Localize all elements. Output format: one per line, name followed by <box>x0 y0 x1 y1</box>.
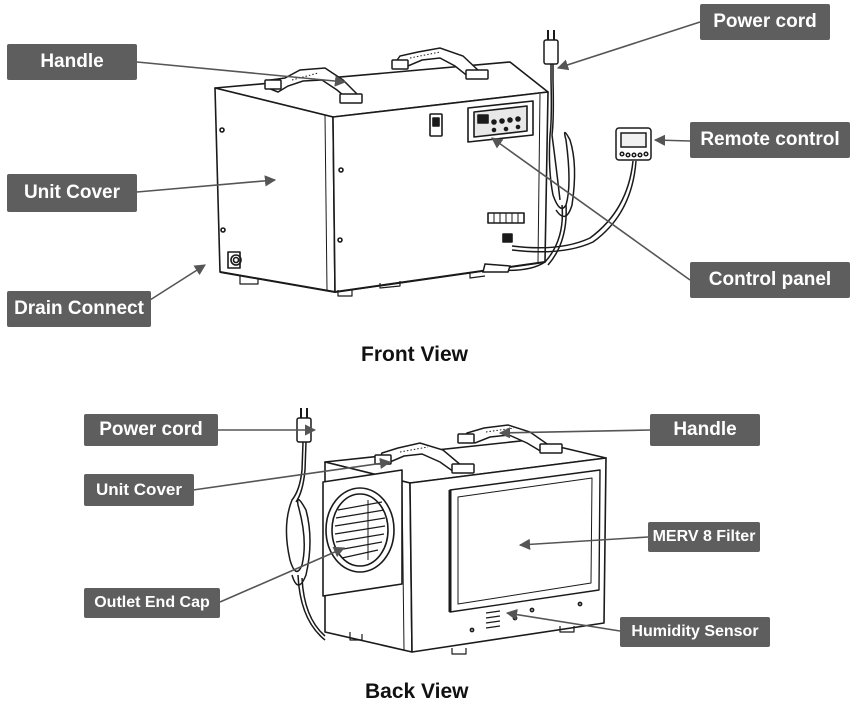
label-back-handle: Handle <box>650 414 760 446</box>
front-view-title: Front View <box>361 343 468 366</box>
front-unit-cover-face <box>214 87 336 293</box>
back-view-title: Back View <box>365 680 469 703</box>
control-panel-device <box>467 100 534 143</box>
outlet-end-cap <box>322 469 403 597</box>
label-back-outlet-end-cap: Outlet End Cap <box>84 588 220 618</box>
label-front-handle: Handle <box>7 44 137 80</box>
back-power-cord <box>285 408 326 641</box>
label-back-merv-filter: MERV 8 Filter <box>648 522 760 552</box>
leader-lines <box>136 21 701 632</box>
label-back-power-cord: Power cord <box>84 414 218 446</box>
label-front-power-cord: Power cord <box>700 4 830 40</box>
label-front-control-panel: Control panel <box>690 262 850 298</box>
label-back-unit-cover: Unit Cover <box>84 474 194 506</box>
back-unit <box>322 439 607 655</box>
drain-fitting <box>227 251 242 269</box>
humidity-sensor-vents <box>485 610 501 629</box>
label-front-unit-cover: Unit Cover <box>7 174 137 212</box>
power-switch <box>429 113 443 137</box>
label-front-drain-connect: Drain Connect <box>7 291 151 327</box>
back-unit-filter-face <box>409 457 607 653</box>
label-front-remote-control: Remote control <box>690 122 850 158</box>
remote-control-device <box>511 127 652 253</box>
front-unit <box>214 61 549 297</box>
front-power-cord <box>482 30 576 273</box>
label-back-humidity-sensor: Humidity Sensor <box>620 617 770 647</box>
